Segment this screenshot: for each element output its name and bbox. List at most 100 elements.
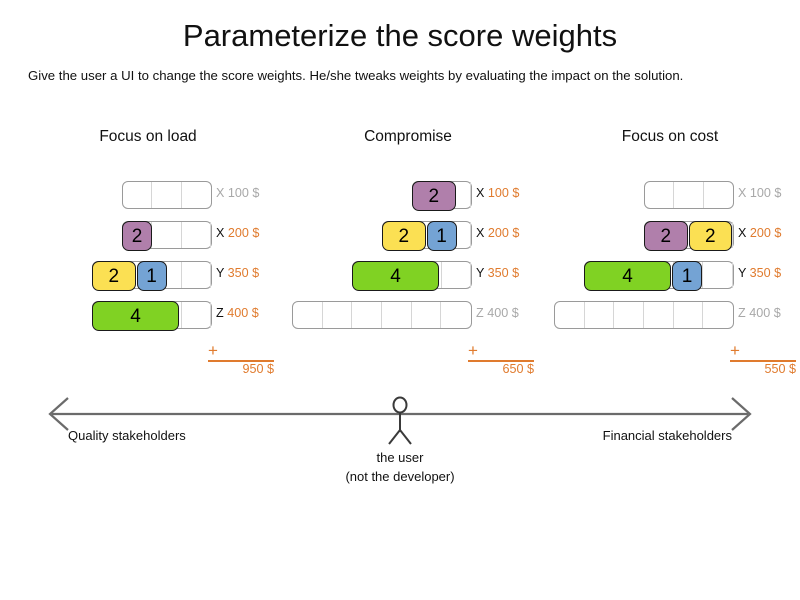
total-plus-sign: + bbox=[208, 341, 218, 360]
track-cell[interactable] bbox=[412, 302, 442, 328]
track-cell[interactable] bbox=[442, 262, 471, 288]
weight-segment[interactable]: 1 bbox=[426, 221, 457, 251]
track-cell[interactable] bbox=[182, 182, 211, 208]
filled-segments: 2 bbox=[412, 181, 456, 211]
stick-figure-icon bbox=[388, 396, 412, 445]
track-cell[interactable] bbox=[412, 262, 442, 288]
row-amount: 200 $ bbox=[749, 226, 782, 240]
track-cell[interactable] bbox=[152, 302, 182, 328]
row-amount: 100 $ bbox=[227, 186, 260, 200]
filled-segments: 4 bbox=[352, 261, 439, 291]
row-key: Z bbox=[476, 306, 488, 320]
total-sum: 550 $ bbox=[764, 362, 796, 376]
track-cell[interactable] bbox=[293, 302, 323, 328]
slider-track[interactable]: 2 bbox=[412, 181, 472, 211]
weight-segment[interactable]: 2 bbox=[412, 181, 456, 211]
stakeholder-axis: Quality stakeholders Financial stakehold… bbox=[0, 392, 800, 512]
slider-track-wrap bbox=[292, 300, 472, 330]
track-cell[interactable] bbox=[674, 302, 704, 328]
weight-segment[interactable]: 4 bbox=[92, 301, 179, 331]
weight-segment[interactable]: 2 bbox=[92, 261, 136, 291]
weight-segment[interactable]: 2 bbox=[122, 221, 152, 251]
row-amount: 400 $ bbox=[227, 306, 259, 320]
weight-segment[interactable]: 2 bbox=[688, 221, 732, 251]
track-cell[interactable] bbox=[704, 222, 733, 248]
track-cell[interactable] bbox=[152, 262, 182, 288]
row-key: Y bbox=[738, 266, 750, 280]
row-label: X 200 $ bbox=[476, 226, 519, 240]
user-caption: the user (not the developer) bbox=[0, 448, 800, 486]
row-key: X bbox=[476, 226, 488, 240]
total-plus-sign: + bbox=[468, 341, 478, 360]
slider-track[interactable] bbox=[644, 181, 734, 209]
track-cell[interactable] bbox=[152, 182, 182, 208]
track-cell[interactable] bbox=[442, 182, 471, 208]
row-label: X 200 $ bbox=[216, 226, 259, 240]
row-key: Z bbox=[216, 306, 228, 320]
row-amount: 100 $ bbox=[487, 186, 520, 200]
track-cell[interactable] bbox=[585, 302, 615, 328]
filled-segments: 4 bbox=[92, 301, 179, 331]
track-cell[interactable] bbox=[645, 182, 675, 208]
track-cell[interactable] bbox=[152, 222, 182, 248]
track-cell[interactable] bbox=[555, 302, 585, 328]
weight-segment[interactable]: 1 bbox=[672, 261, 702, 291]
slider-track[interactable]: 2 bbox=[122, 221, 212, 251]
row-label: Z 400 $ bbox=[738, 306, 781, 320]
track-cell[interactable] bbox=[182, 302, 211, 328]
total-sum: 950 $ bbox=[242, 362, 274, 376]
weight-segment[interactable]: 2 bbox=[382, 221, 426, 251]
track-cell[interactable] bbox=[704, 182, 733, 208]
track-cell[interactable] bbox=[323, 302, 353, 328]
track-cell[interactable] bbox=[703, 262, 733, 288]
slider-track-wrap bbox=[644, 180, 734, 210]
row-label: Y 350 $ bbox=[476, 266, 519, 280]
track-cell[interactable] bbox=[703, 302, 733, 328]
row-key: Z bbox=[738, 306, 750, 320]
row-label: Y 350 $ bbox=[216, 266, 259, 280]
row-label: X 100 $ bbox=[216, 186, 259, 200]
row-label: X 200 $ bbox=[738, 226, 781, 240]
total-rule bbox=[468, 360, 534, 362]
track-cell[interactable] bbox=[123, 182, 153, 208]
row-key: X bbox=[476, 186, 488, 200]
track-cell[interactable] bbox=[614, 302, 645, 328]
slider-track[interactable] bbox=[122, 181, 212, 209]
slider-track[interactable]: 4 bbox=[92, 301, 212, 331]
weight-segment[interactable]: 4 bbox=[584, 261, 671, 291]
slider-track[interactable] bbox=[554, 301, 734, 329]
slider-track-wrap: 2 bbox=[122, 220, 212, 251]
row-amount: 400 $ bbox=[749, 306, 781, 320]
weight-segment[interactable]: 4 bbox=[352, 261, 439, 291]
column-title: Focus on cost bbox=[621, 128, 719, 145]
weight-segment[interactable]: 2 bbox=[644, 221, 688, 251]
weight-segment[interactable]: 1 bbox=[136, 261, 167, 291]
row-amount: 350 $ bbox=[749, 266, 782, 280]
slider-track[interactable] bbox=[292, 301, 472, 329]
column-title: Compromise bbox=[364, 128, 452, 145]
row-key: X bbox=[738, 226, 750, 240]
track-cell[interactable] bbox=[644, 302, 674, 328]
total-plus-sign: + bbox=[730, 341, 740, 360]
track-cell[interactable] bbox=[441, 302, 471, 328]
track-cell[interactable] bbox=[182, 262, 211, 288]
slider-track-wrap bbox=[122, 180, 212, 210]
slider-track-wrap bbox=[554, 300, 734, 330]
track-cell[interactable] bbox=[674, 262, 704, 288]
track-cell[interactable] bbox=[182, 222, 211, 248]
user-caption-line1: the user bbox=[376, 450, 424, 465]
track-cell[interactable] bbox=[352, 302, 383, 328]
slider-track[interactable]: 4 bbox=[352, 261, 472, 291]
row-label: Z 400 $ bbox=[476, 306, 519, 320]
track-cell[interactable] bbox=[442, 222, 471, 248]
track-cell[interactable] bbox=[674, 182, 704, 208]
row-key: Y bbox=[476, 266, 488, 280]
track-cell[interactable] bbox=[382, 302, 412, 328]
